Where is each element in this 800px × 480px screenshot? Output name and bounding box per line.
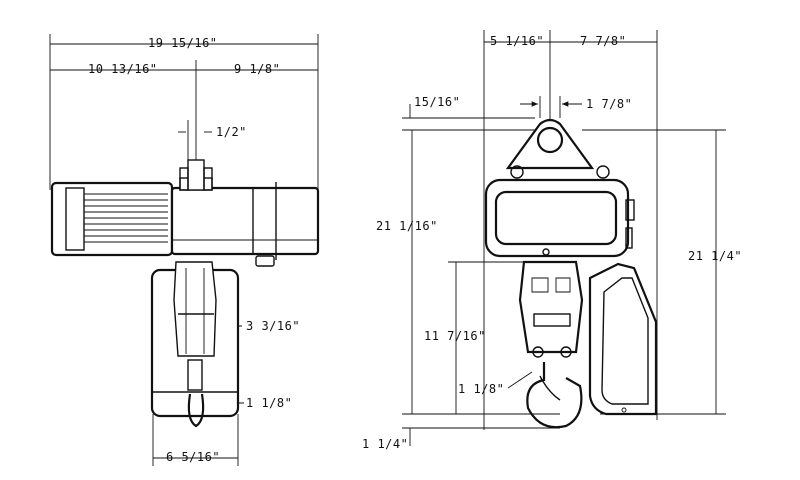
chain-bag (150, 261, 240, 428)
side-eye-width: 1 7/8" (586, 97, 632, 111)
side-view: 5 1/16" 7 7/8" 15/16" 1 7/8" 21 1/16" 21… (362, 30, 742, 451)
side-top-small: 15/16" (414, 95, 460, 109)
front-bottom-width: 6 5/16" (166, 450, 220, 464)
front-right-width: 9 1/8" (234, 62, 280, 76)
side-hook-height: 11 7/16" (424, 329, 486, 343)
top-lug (179, 159, 213, 191)
side-bottom-extra: 1 1/4" (362, 437, 408, 451)
hanger-bracket (505, 118, 610, 179)
side-height-total-left: 21 1/16" (376, 219, 438, 233)
side-right-offset: 7 7/8" (580, 34, 626, 48)
front-view: 19 15/16" 10 13/16" 9 1/8" 1/2" 3 3/16" … (49, 34, 320, 466)
side-height-total-right: 21 1/4" (688, 249, 742, 263)
front-chain-offset: 1/2" (216, 125, 247, 139)
front-overall-width: 19 15/16" (148, 36, 218, 50)
side-left-offset: 5 1/16" (490, 34, 544, 48)
front-body-width: 3 3/16" (246, 319, 300, 333)
front-hook-dim: 1 1/8" (246, 396, 292, 410)
front-left-width: 10 13/16" (88, 62, 158, 76)
motor-body (50, 177, 320, 267)
gear-housing (484, 178, 635, 258)
control-box (588, 262, 658, 416)
side-hook-throat: 1 1/8" (458, 382, 504, 396)
hook-block (518, 260, 584, 429)
